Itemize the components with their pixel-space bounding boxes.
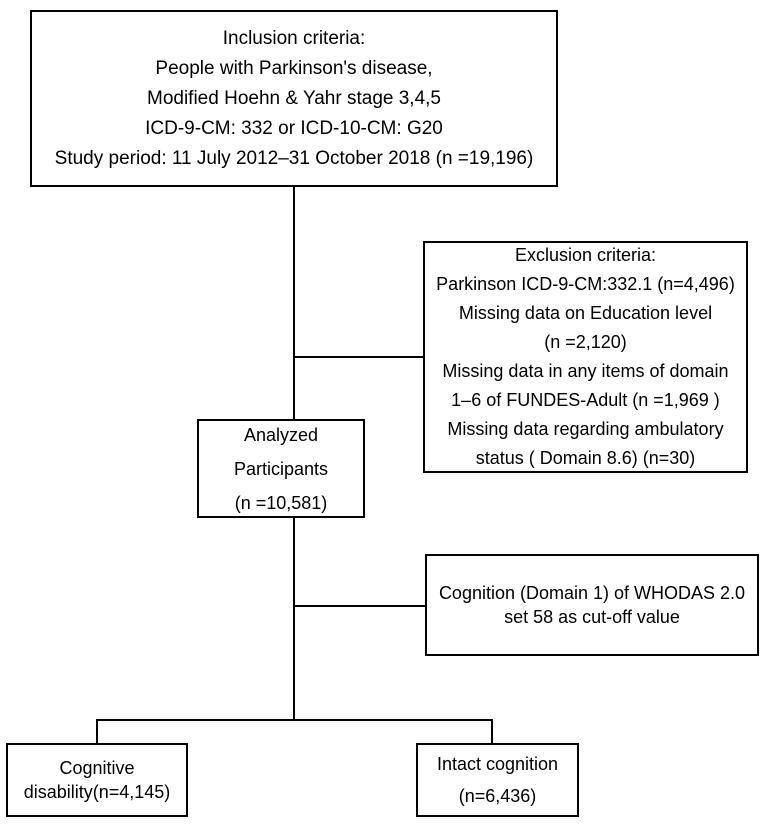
exclusion-line: Parkinson ICD-9-CM:332.1 (n=4,496) (436, 274, 735, 294)
exclusion-line: Missing data in any items of domain (442, 361, 729, 381)
connector-to-exclusion (293, 356, 424, 358)
inclusion-line: ICD-9-CM: 332 or ICD-10-CM: G20 (145, 117, 443, 139)
cognition-line: Cognition (Domain 1) of WHODAS 2.0 (438, 583, 746, 603)
inclusion-criteria-box: Inclusion criteria: People with Parkinso… (30, 10, 558, 187)
exclusion-line: (n =2,120) (544, 332, 627, 352)
analyzed-line: Participants (233, 458, 329, 479)
inclusion-line: Study period: 11 July 2012–31 October 20… (54, 147, 534, 169)
connector-inclusion-to-analyzed (293, 186, 295, 420)
inclusion-line: Modified Hoehn & Yahr stage 3,4,5 (147, 87, 441, 109)
exclusion-line: Exclusion criteria: (514, 245, 657, 265)
connector-split-horizontal (96, 719, 493, 721)
cognitive-disability-line: disability(n=4,145) (23, 782, 171, 802)
analyzed-line: (n =10,581) (234, 492, 328, 513)
cognition-line: set 58 as cut-off value (504, 607, 680, 627)
connector-to-cognition (293, 605, 426, 607)
connector-to-intact (491, 719, 493, 744)
exclusion-line: status ( Domain 8.6) (n=30) (475, 448, 696, 468)
exclusion-line: Missing data regarding ambulatory (447, 419, 724, 439)
cognition-cutoff-box: Cognition (Domain 1) of WHODAS 2.0 set 5… (425, 554, 759, 656)
cognitive-disability-box: Cognitive disability(n=4,145) (6, 743, 188, 817)
exclusion-line: Missing data on Education level (458, 303, 713, 323)
analyzed-participants-box: Analyzed Participants (n =10,581) (197, 419, 365, 518)
cognitive-disability-line: Cognitive (59, 758, 135, 778)
intact-cognition-line: Intact cognition (436, 754, 559, 774)
intact-cognition-box: Intact cognition (n=6,436) (416, 743, 579, 817)
inclusion-line: Inclusion criteria: (222, 27, 366, 49)
exclusion-line: 1–6 of FUNDES-Adult (n =1,969 ) (451, 390, 720, 410)
connector-analyzed-to-split (293, 517, 295, 720)
connector-to-cognitive-disability (96, 719, 98, 744)
inclusion-line: People with Parkinson's disease, (155, 57, 433, 79)
intact-cognition-line: (n=6,436) (458, 786, 537, 806)
exclusion-criteria-box: Exclusion criteria: Parkinson ICD-9-CM:3… (423, 241, 748, 473)
analyzed-line: Analyzed (243, 424, 319, 445)
